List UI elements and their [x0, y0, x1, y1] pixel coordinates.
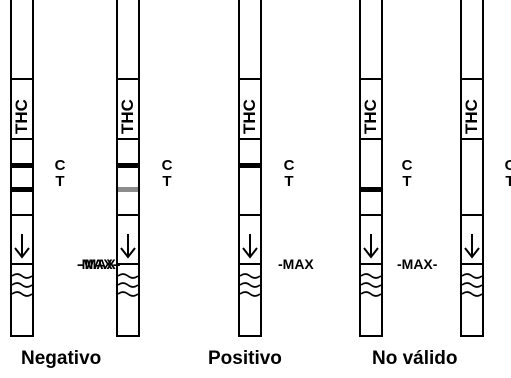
invalid-result-label: No válido: [372, 348, 458, 369]
strip-window-top: [118, 138, 138, 140]
negative-result-label: Negativo: [21, 348, 102, 369]
strip-window-bottom: [12, 214, 32, 216]
control-line-label: C: [401, 157, 413, 174]
absorbent-pad-waves-icon: [462, 273, 482, 297]
max-label: -MAX-: [77, 256, 118, 272]
test-strip-4: THC: [359, 0, 383, 337]
strip-brand-label: THC: [12, 99, 31, 134]
sample-flow-arrow-icon: [242, 234, 258, 259]
max-line: [118, 263, 138, 265]
strip-header-line: [240, 78, 260, 80]
strip-window-bottom: [361, 214, 381, 216]
max-label: -MAX-: [80, 256, 121, 272]
strip-brand-label: THC: [462, 99, 481, 134]
strip-window-top: [240, 138, 260, 140]
absorbent-pad-waves-icon: [240, 273, 260, 297]
test-line-label: T: [402, 173, 412, 190]
positive-result-label: Positivo: [208, 348, 282, 369]
test-line-label: T: [55, 173, 65, 190]
test-strip-3: THC: [238, 0, 262, 337]
control-line-band: [240, 163, 260, 168]
test-strip-2: THC: [116, 0, 140, 337]
strip-header-line: [12, 78, 32, 80]
strip-window-top: [462, 138, 482, 140]
control-line-label: C: [283, 157, 295, 174]
faint-test-line-band: [118, 187, 138, 192]
sample-flow-arrow-icon: [120, 234, 136, 259]
sample-flow-arrow-icon: [464, 234, 480, 259]
test-line-label: T: [284, 173, 294, 190]
max-line: [361, 263, 381, 265]
test-strip-5: THC: [460, 0, 484, 337]
control-line-band: [118, 163, 138, 168]
test-line-label: T: [162, 173, 172, 190]
control-line-band: [12, 163, 32, 168]
strip-brand-label: THC: [240, 99, 259, 134]
strip-window-bottom: [118, 214, 138, 216]
strip-header-line: [462, 78, 482, 80]
max-line: [12, 263, 32, 265]
strip-window-top: [12, 138, 32, 140]
control-line-label: C: [504, 157, 511, 174]
absorbent-pad-waves-icon: [12, 273, 32, 297]
test-line-band: [12, 187, 32, 192]
strip-window-top: [361, 138, 381, 140]
sample-flow-arrow-icon: [14, 234, 30, 259]
strip-window-bottom: [240, 214, 260, 216]
control-line-label: C: [161, 157, 173, 174]
strip-header-line: [118, 78, 138, 80]
strip-brand-label: THC: [361, 99, 380, 134]
max-line: [240, 263, 260, 265]
test-line-band: [361, 187, 381, 192]
max-label: -MAX: [278, 256, 314, 272]
absorbent-pad-waves-icon: [361, 273, 381, 297]
strip-brand-label: THC: [118, 99, 137, 134]
test-strip-1: THC: [10, 0, 34, 337]
control-line-label: C: [54, 157, 66, 174]
max-label: -MAX-: [397, 256, 438, 272]
test-line-label: T: [505, 173, 511, 190]
sample-flow-arrow-icon: [363, 234, 379, 259]
strip-window-bottom: [462, 214, 482, 216]
strip-header-line: [361, 78, 381, 80]
absorbent-pad-waves-icon: [118, 273, 138, 297]
max-line: [462, 263, 482, 265]
